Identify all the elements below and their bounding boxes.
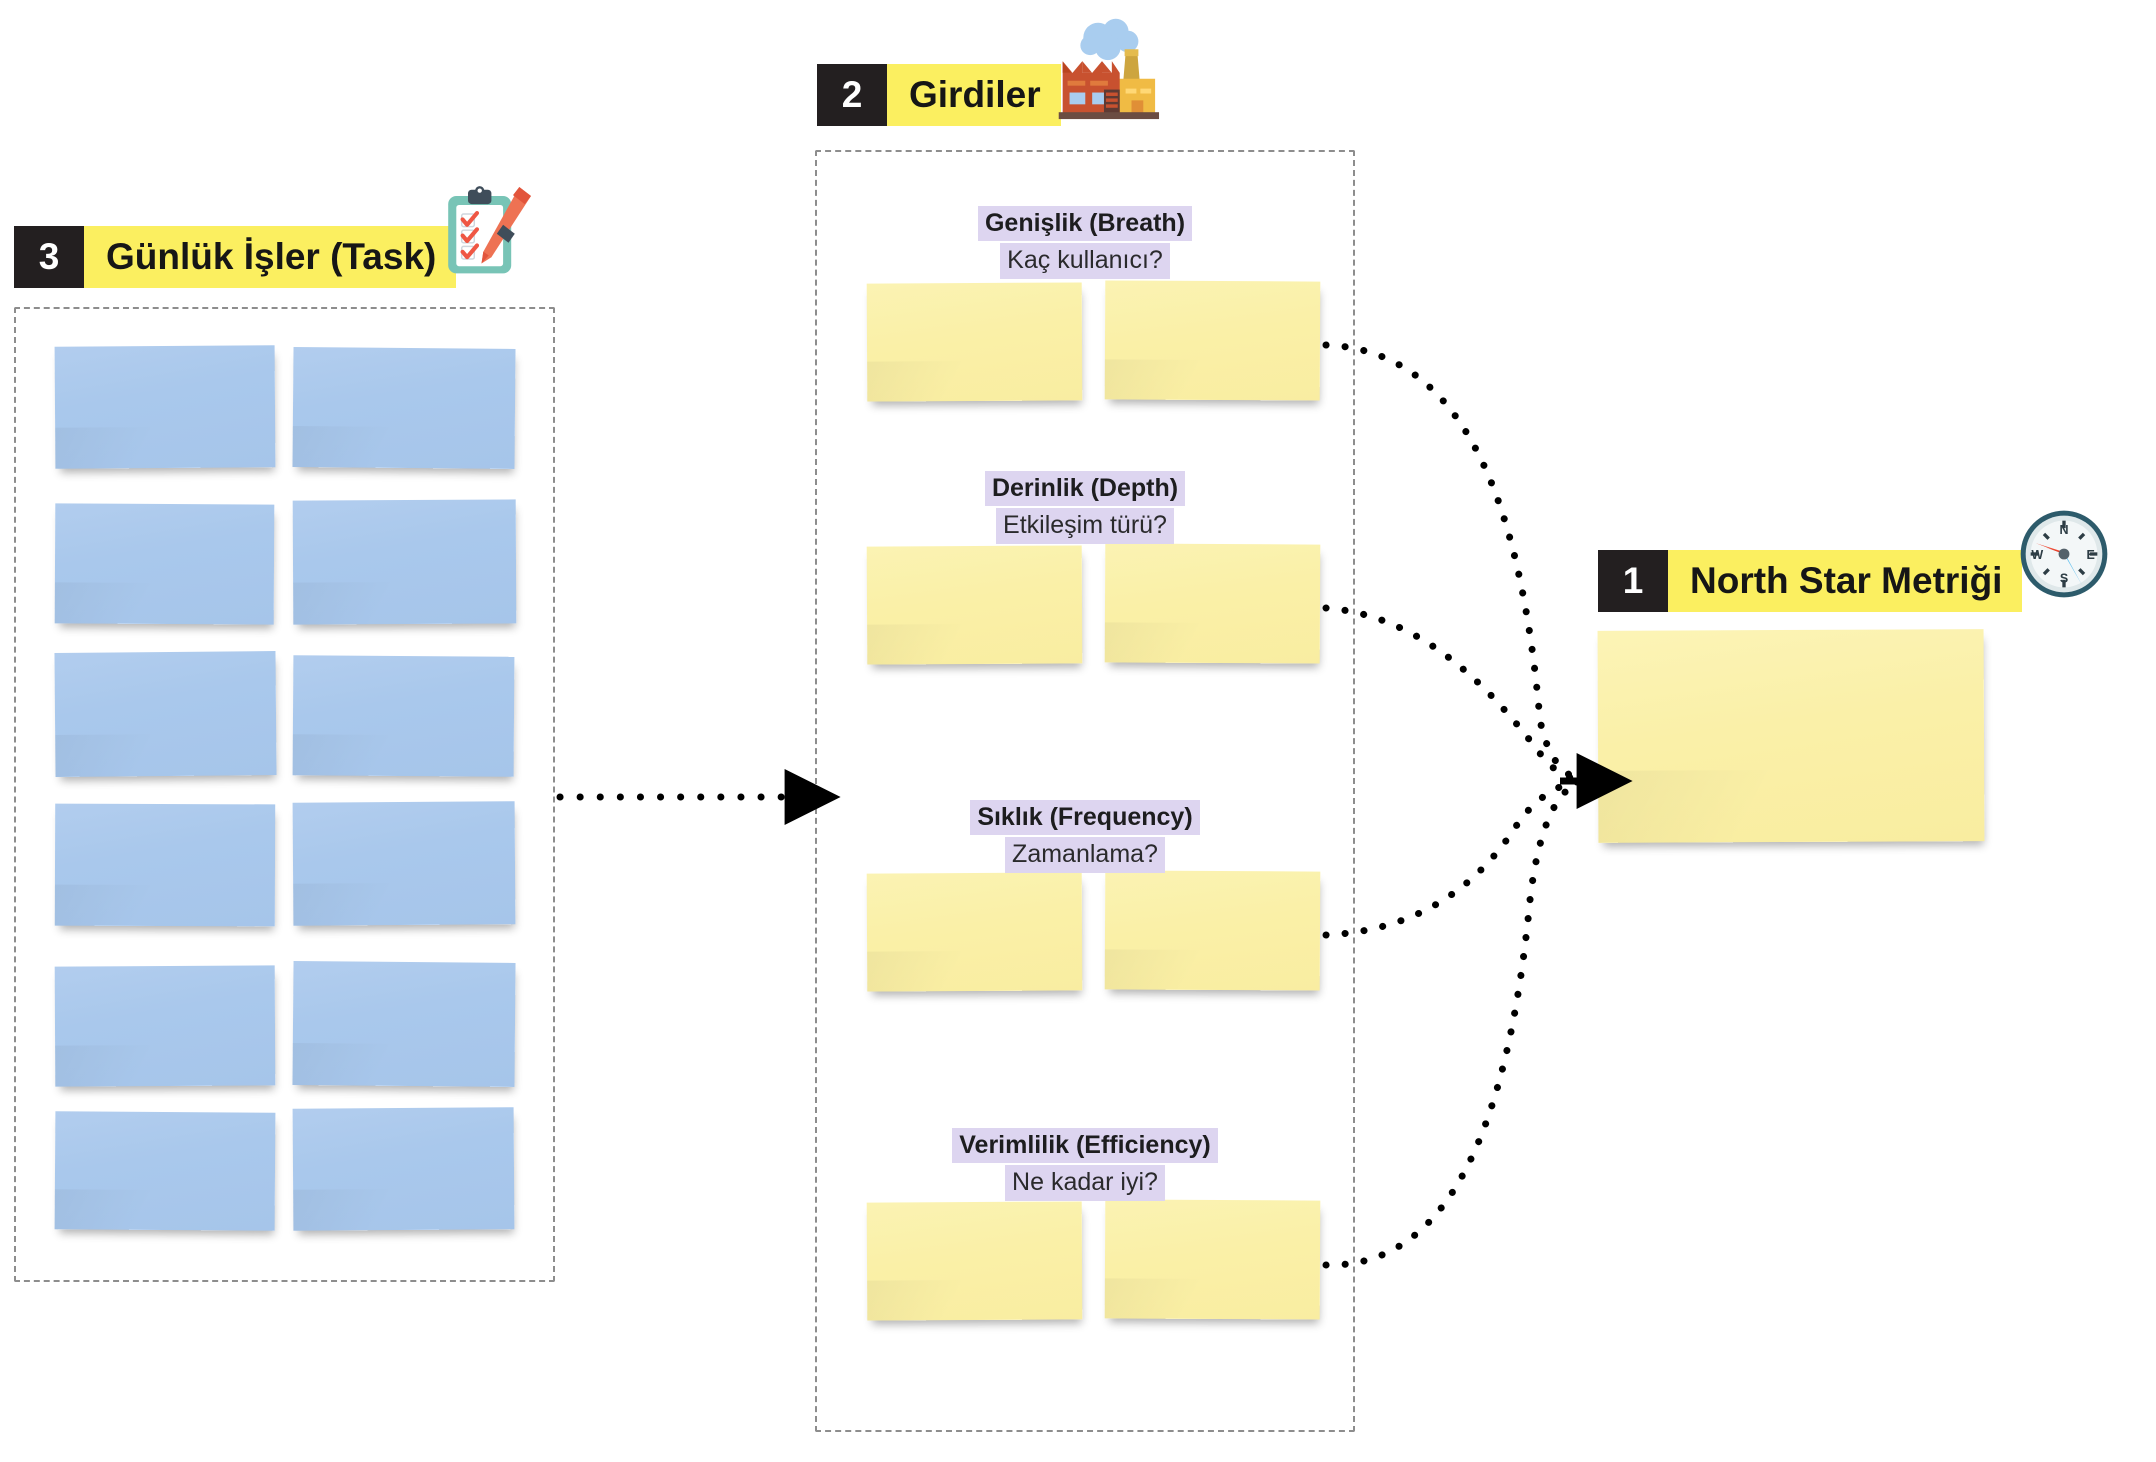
task-note[interactable] — [292, 347, 516, 469]
section-header-task: 3 Günlük İşler (Task) — [14, 186, 532, 288]
section-title-inputs: Girdiler — [887, 64, 1061, 126]
task-note[interactable] — [292, 655, 515, 777]
task-note[interactable] — [54, 803, 276, 927]
metric-name: Derinlik (Depth) — [984, 471, 1186, 506]
connector-efficiency-to-north-star — [1322, 777, 1590, 1269]
metric-caption-efficiency: Verimlilik (Efficiency) Ne kadar iyi? — [855, 1128, 1315, 1201]
task-note[interactable] — [54, 651, 277, 777]
connector-frequency-to-north-star — [1322, 777, 1590, 939]
section-title-task: Günlük İşler (Task) — [84, 226, 457, 288]
metric-name: Verimlilik (Efficiency) — [952, 1128, 1218, 1163]
task-zone — [14, 307, 555, 1282]
task-note[interactable] — [54, 1111, 276, 1231]
section-header-inputs: 2 Girdiler — [817, 18, 1159, 126]
metric-question: Kaç kullanıcı? — [1000, 243, 1170, 279]
task-note[interactable] — [292, 801, 516, 926]
input-note-frequency[interactable] — [1104, 870, 1321, 991]
metric-name: Sıklık (Frequency) — [970, 800, 1200, 835]
svg-text:N: N — [2060, 523, 2069, 537]
metric-question: Zamanlama? — [1005, 837, 1165, 873]
input-note-depth[interactable] — [1104, 543, 1321, 664]
section-header-north-star: 1 North Star Metriği N S E W — [1598, 510, 2108, 612]
task-note[interactable] — [292, 499, 517, 625]
task-note[interactable] — [292, 1107, 515, 1231]
input-note-breath[interactable] — [1104, 280, 1321, 401]
metric-caption-depth: Derinlik (Depth) Etkileşim türü? — [855, 471, 1315, 544]
metric-question: Etkileşim türü? — [996, 508, 1174, 544]
metric-caption-frequency: Sıklık (Frequency) Zamanlama? — [855, 800, 1315, 873]
task-note[interactable] — [292, 961, 516, 1087]
connector-depth-to-north-star — [1322, 604, 1590, 785]
section-number-inputs: 2 — [817, 64, 887, 126]
svg-text:W: W — [2032, 548, 2044, 562]
metric-name: Genişlik (Breath) — [977, 206, 1193, 241]
svg-text:S: S — [2060, 571, 2068, 585]
input-note-depth[interactable] — [866, 545, 1083, 665]
compass-icon: N S E W — [2021, 510, 2108, 598]
input-note-efficiency[interactable] — [866, 1201, 1083, 1321]
metric-question: Ne kadar iyi? — [1005, 1165, 1165, 1201]
input-note-frequency[interactable] — [866, 872, 1083, 992]
task-note[interactable] — [54, 345, 276, 469]
section-number-north-star: 1 — [1598, 550, 1668, 612]
metric-caption-breath: Genişlik (Breath) Kaç kullanıcı? — [855, 206, 1315, 279]
input-note-breath[interactable] — [866, 282, 1083, 402]
task-note[interactable] — [54, 965, 276, 1087]
connector-breath-to-north-star — [1322, 341, 1590, 785]
task-note[interactable] — [54, 503, 275, 625]
section-title-north-star: North Star Metriği — [1668, 550, 2023, 612]
input-note-efficiency[interactable] — [1104, 1199, 1321, 1320]
svg-text:E: E — [2087, 548, 2095, 562]
section-number-task: 3 — [14, 226, 84, 288]
north-star-note[interactable] — [1597, 629, 1985, 843]
